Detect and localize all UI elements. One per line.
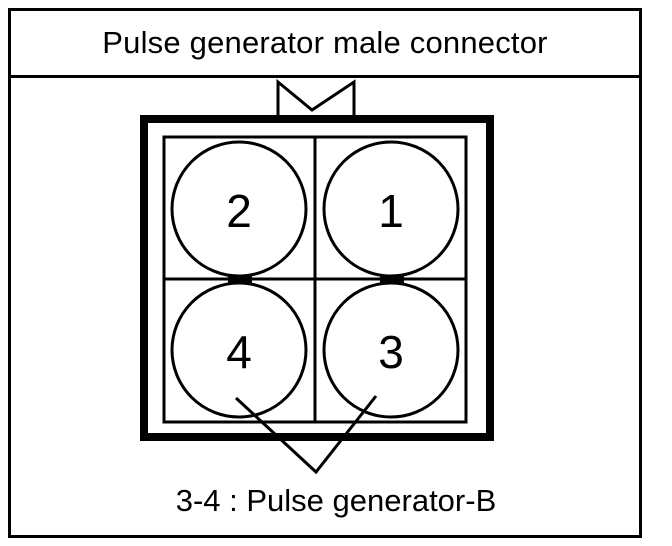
diagram-title: Pulse generator male connector — [102, 25, 548, 60]
pin-label-3: 3 — [378, 326, 404, 378]
pin-label-2: 2 — [226, 185, 252, 237]
pin-1-circle — [322, 140, 460, 278]
pin-4-circle — [170, 281, 308, 419]
title-bar: Pulse generator male connector — [11, 11, 639, 78]
pin-caption: 3-4 : Pulse generator-B — [175, 483, 497, 518]
pin-3-circle — [322, 281, 460, 419]
connector-lock-tab — [276, 78, 356, 119]
pin-3-4-leader-lines — [234, 395, 378, 475]
pin-label-1: 1 — [378, 185, 404, 237]
diagram-frame: Pulse generator male connector — [8, 8, 642, 538]
pin-label-4: 4 — [226, 326, 252, 378]
pin-2-circle — [170, 140, 308, 278]
